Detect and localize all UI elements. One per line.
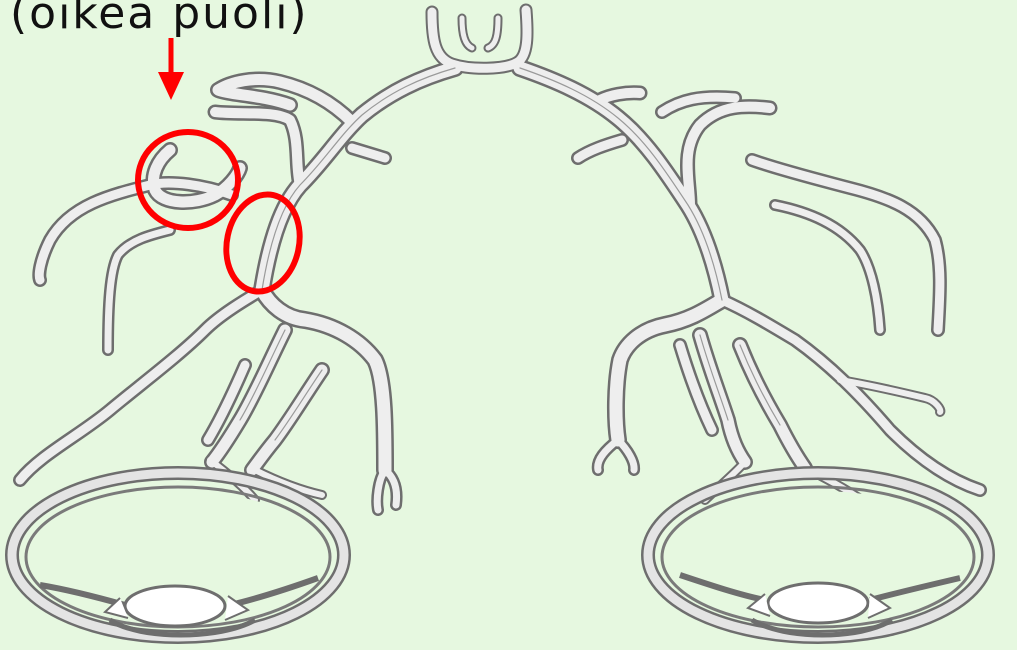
left-eyeball <box>12 473 344 637</box>
left-lens <box>125 586 225 626</box>
caption-label: (oikea puoli) <box>10 0 309 41</box>
right-lens <box>768 583 868 623</box>
right-eyeball <box>648 473 988 637</box>
